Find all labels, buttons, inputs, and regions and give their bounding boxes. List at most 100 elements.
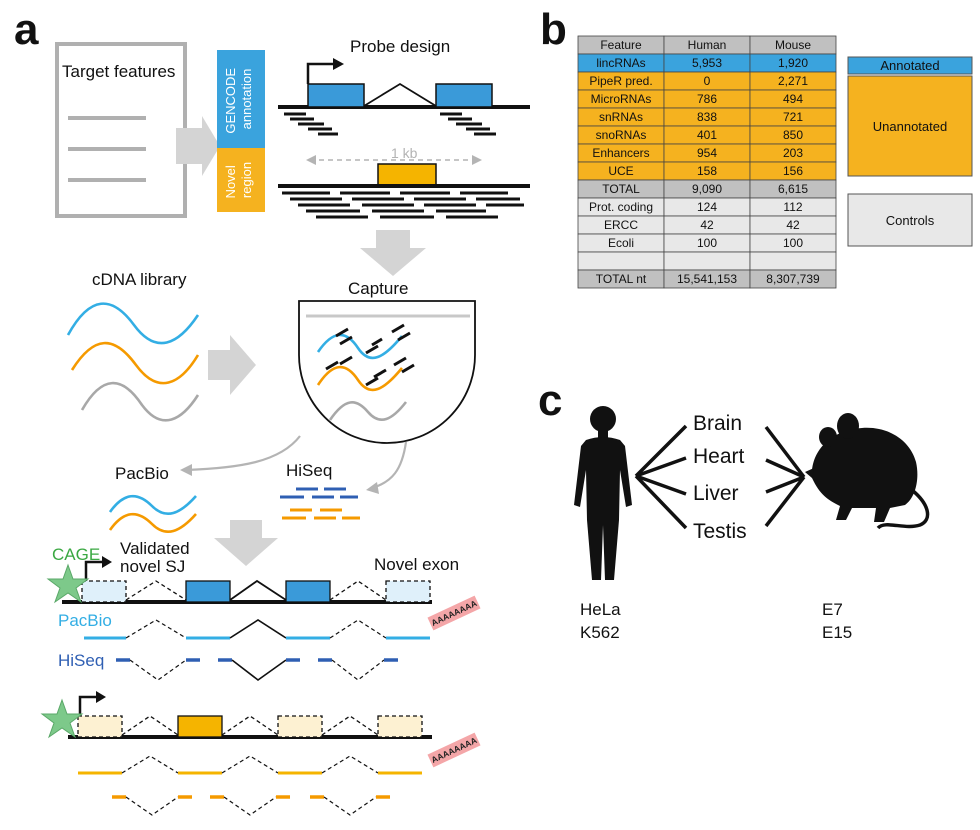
legend-controls-box [847, 193, 973, 247]
orange-pacbio-track [78, 755, 422, 775]
pacbio-track-label: PacBio [58, 611, 112, 630]
one-kb-label: 1 kb [391, 145, 418, 161]
gencode-annotation-box [217, 50, 265, 148]
legend-annotated-box [847, 56, 973, 75]
arrow-to-pacbio [185, 435, 301, 472]
organ-liver: Liver [693, 482, 739, 505]
legend-unannotated-text: Unannotated [873, 119, 947, 134]
organ-brain: Brain [693, 412, 742, 435]
hiseq-track [116, 658, 398, 681]
table-header-text: Feature [600, 38, 642, 52]
panel-label-b: b [540, 5, 567, 54]
table-cell-text: TOTAL nt [596, 272, 647, 286]
mouse-stage-e15: E15 [822, 623, 852, 642]
cage-star-icon-2 [40, 698, 84, 739]
table-cell-text: 9,090 [692, 182, 722, 196]
table-cell-text: 203 [783, 146, 803, 160]
arrow-to-capture [360, 230, 426, 276]
annotated-gene-model [278, 58, 530, 109]
polya-tail-2: AAAAAAAA [427, 732, 481, 768]
table-cell-text: 0 [704, 74, 711, 88]
validated-sj-line2: novel SJ [120, 557, 185, 576]
target-features-title: Target features [62, 62, 175, 81]
organ-heart: Heart [693, 445, 745, 468]
cage-star-icon [46, 563, 90, 604]
novel-region-model [278, 155, 530, 188]
gene-model-blue [62, 556, 432, 604]
table-cell-text: 838 [697, 110, 717, 124]
cdna-library-waves [66, 302, 200, 422]
mouse-stage-e7: E7 [822, 600, 843, 619]
table-cell [663, 251, 751, 271]
table-cell-text: PipeR pred. [589, 74, 652, 88]
table-cell-text: 156 [783, 164, 803, 178]
cdna-library-title: cDNA library [92, 270, 187, 289]
arrow-to-probe-design [176, 116, 220, 176]
table-cell-text: Enhancers [592, 146, 649, 160]
arrow-to-hiseq-head [366, 482, 379, 494]
mouse-organ-connectors [764, 425, 806, 528]
capture-title: Capture [348, 279, 408, 298]
orange-hiseq-track [112, 795, 390, 816]
novel-region-box [217, 148, 265, 212]
legend-controls-text: Controls [886, 213, 935, 228]
gencode-annotation-text: GENCODE annotation [223, 64, 254, 133]
arrow-to-pacbio-head [180, 464, 192, 476]
table-cell-text: TOTAL [602, 182, 640, 196]
pacbio-track [84, 619, 430, 640]
polya-tail-1: AAAAAAAA [427, 595, 481, 631]
probe-design-title: Probe design [350, 37, 450, 56]
table-cell-text: snoRNAs [596, 128, 647, 142]
table-cell [749, 269, 837, 289]
table-cell-text: ERCC [604, 218, 638, 232]
hiseq-track-label: HiSeq [58, 651, 104, 670]
polya-text-1: AAAAAAAA [430, 598, 479, 628]
table-cell-text: 2,271 [778, 74, 808, 88]
probe-tiles-novel [282, 191, 524, 219]
table-cell-text: Ecoli [608, 236, 634, 250]
capture-tube [298, 300, 476, 444]
target-features-document [55, 42, 187, 218]
probe-tiles-annotated [284, 112, 496, 136]
mouse-silhouette-icon [805, 413, 930, 530]
table-header-text: Mouse [775, 38, 811, 52]
arrow-to-hiseq [371, 441, 408, 490]
panel-label-a: a [14, 5, 39, 54]
table-cell-text: 401 [697, 128, 717, 142]
table-cell-text: 124 [697, 200, 717, 214]
table-cell-text: 100 [783, 236, 803, 250]
gene-model-orange [68, 691, 432, 739]
table-cell-text: 954 [697, 146, 717, 160]
table-cell-text: 100 [697, 236, 717, 250]
table-cell-text: 158 [697, 164, 717, 178]
table-cell-text: snRNAs [599, 110, 643, 124]
table-cell-text: 42 [786, 218, 800, 232]
table-cell [577, 251, 665, 271]
table-cell-text: 721 [783, 110, 803, 124]
table-cell-text: 6,615 [778, 182, 808, 196]
human-cell-k562: K562 [580, 623, 620, 642]
table-cell-text: UCE [608, 164, 633, 178]
organ-testis: Testis [693, 520, 747, 543]
human-organ-connectors [634, 424, 688, 530]
table-header-text: Human [688, 38, 727, 52]
table-cell-text: 786 [697, 92, 717, 106]
polya-text-2: AAAAAAAA [430, 735, 479, 765]
legend-unannotated-box [847, 75, 973, 177]
pacbio-reads [108, 494, 197, 534]
arrow-to-gene-models [214, 520, 278, 566]
table-cell-text: MicroRNAs [591, 92, 652, 106]
table-cell-text: 5,953 [692, 56, 722, 70]
table-cell-text: 1,920 [778, 56, 808, 70]
table-cell-text: 8,307,739 [766, 272, 820, 286]
novel-exon-label: Novel exon [374, 555, 459, 574]
table-cell-text: 112 [783, 200, 802, 214]
human-silhouette-icon [574, 406, 632, 580]
arrow-to-capture-tube [208, 335, 256, 395]
table-cell-text: Prot. coding [589, 200, 653, 214]
table-cell-text: 494 [783, 92, 803, 106]
hiseq-reads [280, 487, 360, 520]
novel-region-text: Novel region [223, 162, 254, 199]
